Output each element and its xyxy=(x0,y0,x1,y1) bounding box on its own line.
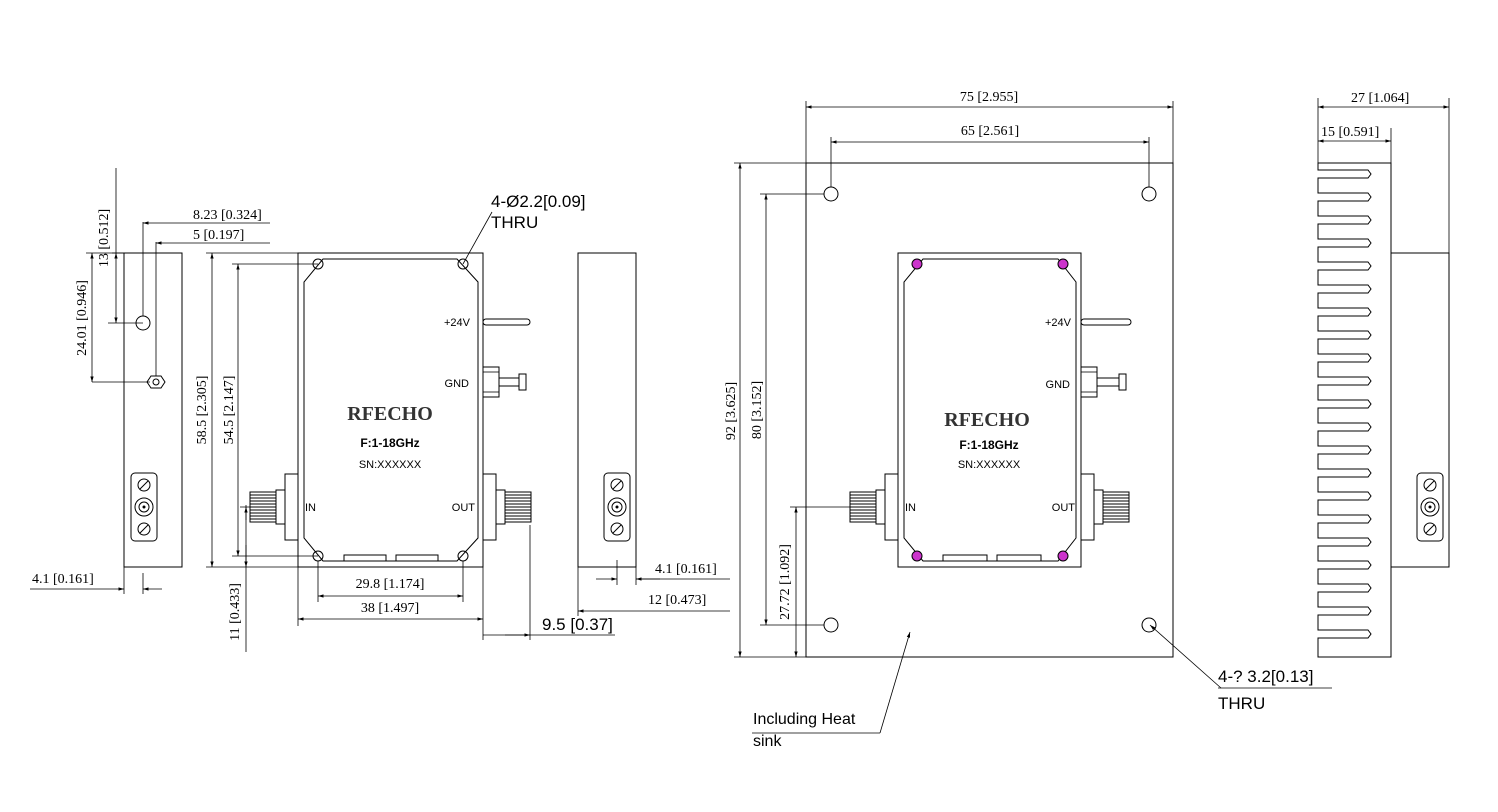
port-in-label: IN xyxy=(305,502,316,514)
dim-12: 12 [0.473] xyxy=(648,593,706,608)
port-gnd-label-2: GND xyxy=(1046,379,1071,391)
dim-4-1-right: 4.1 [0.161] xyxy=(655,562,717,577)
dim-15: 15 [0.591] xyxy=(1321,125,1379,140)
front-lid xyxy=(303,258,479,562)
front-plate xyxy=(297,252,484,568)
dim-65: 65 [2.561] xyxy=(961,124,1019,139)
frequency-label: F:1-18GHz xyxy=(360,436,419,450)
hole-note-heatsink-2: THRU xyxy=(1218,694,1265,713)
heatsink-fins xyxy=(1317,162,1392,658)
view-heatsink-front: RFECHO F:1-18GHz SN:XXXXXX +24V GND IN O… xyxy=(724,90,1332,750)
port-power-label-2: +24V xyxy=(1045,317,1072,329)
hole-note-front-2: THRU xyxy=(491,213,538,232)
dim-75: 75 [2.955] xyxy=(960,90,1018,105)
power-pin xyxy=(482,318,531,326)
dim-13: 13 [0.512] xyxy=(97,209,112,267)
view-right-side: 4.1 [0.161] 12 [0.473] xyxy=(577,252,730,616)
dim-8-23: 8.23 [0.324] xyxy=(193,208,262,223)
serial-label-2: SN:XXXXXX xyxy=(958,459,1021,471)
dim-11: 11 [0.433] xyxy=(228,583,243,641)
hole-note-front-1: 4-Ø2.2[0.09] xyxy=(491,192,586,211)
sma-connector-right-end xyxy=(603,472,631,542)
serial-label: SN:XXXXXX xyxy=(359,459,422,471)
port-out-label-2: OUT xyxy=(1052,502,1076,514)
frequency-label-2: F:1-18GHz xyxy=(959,438,1018,452)
dim-27-72: 27.72 [1.092] xyxy=(778,544,793,620)
port-gnd-label: GND xyxy=(445,378,470,390)
right-side-body xyxy=(577,252,637,568)
dim-9-5: 9.5 [0.37] xyxy=(542,615,613,634)
gnd-stud xyxy=(482,366,500,398)
mount-screws xyxy=(911,258,1069,562)
sma-connector-end-view xyxy=(130,472,158,542)
dim-54-5: 54.5 [2.147] xyxy=(222,376,237,445)
dim-92: 92 [3.625] xyxy=(724,382,739,440)
dim-58-5: 58.5 [2.305] xyxy=(195,376,210,445)
view-left-side: 13 [0.512] 24.01 [0.946] 8.23 [0.324] 5 … xyxy=(30,168,270,594)
hole-note-heatsink-1: 4-? 3.2[0.13] xyxy=(1218,667,1313,686)
brand-logo-2: RFECHO xyxy=(944,409,1030,431)
port-in-label-2: IN xyxy=(905,502,916,514)
dim-27: 27 [1.064] xyxy=(1351,91,1409,106)
dim-29-8: 29.8 [1.174] xyxy=(356,577,425,592)
heatsink-note-1: Including Heat xyxy=(753,711,856,728)
view-front: RFECHO F:1-18GHz SN:XXXXXX +24V GND IN O… xyxy=(195,192,615,652)
dim-80: 80 [3.152] xyxy=(750,381,765,439)
dim-38: 38 [1.497] xyxy=(361,601,419,616)
dim-24-01: 24.01 [0.946] xyxy=(75,280,90,356)
sma-connector-heatsink-end xyxy=(1416,472,1444,542)
heatsink-plate xyxy=(805,162,1174,658)
view-heatsink-side: 27 [1.064] 15 [0.591] xyxy=(1317,91,1450,658)
port-power-label: +24V xyxy=(444,317,471,329)
side-body xyxy=(123,252,183,568)
brand-logo: RFECHO xyxy=(347,403,433,425)
heatsink-note-2: sink xyxy=(753,733,782,750)
dim-4-1-left: 4.1 [0.161] xyxy=(32,572,94,587)
port-out-label: OUT xyxy=(452,502,476,514)
dim-5: 5 [0.197] xyxy=(193,228,244,243)
module-on-heatsink xyxy=(897,252,1082,568)
heatsink-module-side xyxy=(1390,252,1450,568)
